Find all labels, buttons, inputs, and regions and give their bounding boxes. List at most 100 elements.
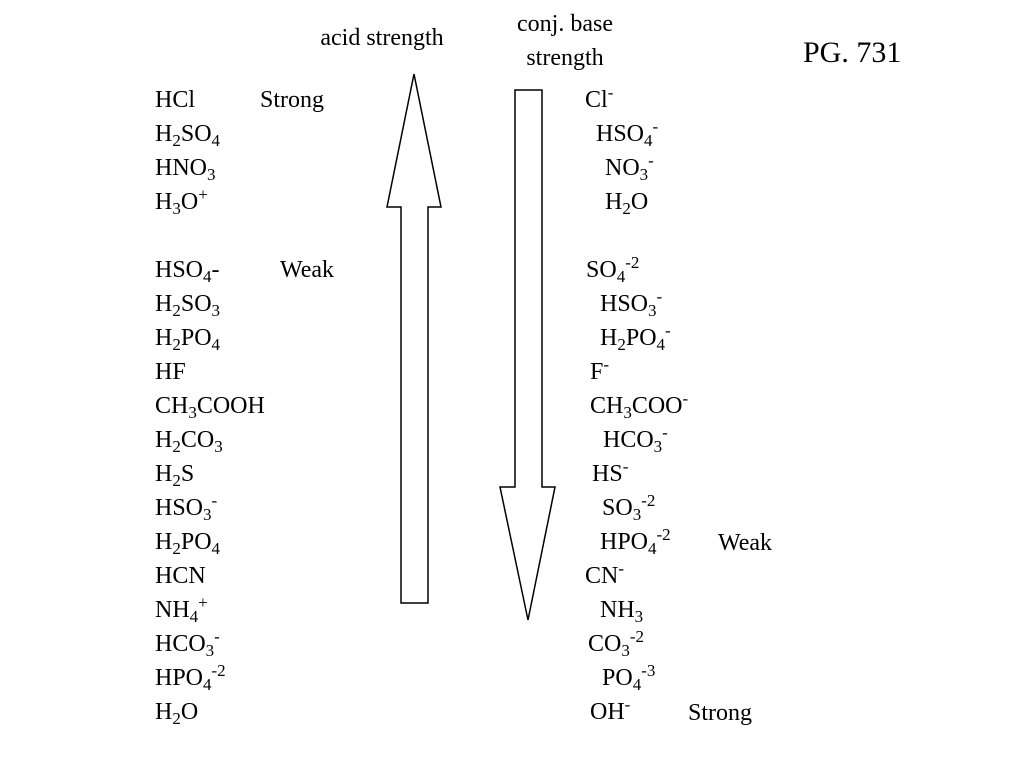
bases-formula-cl-minus: Cl- — [585, 84, 613, 114]
bases-formula-ch3coo-minus: CH3COO- — [590, 389, 689, 422]
bases-formula-po4-3minus: PO4-3 — [602, 661, 656, 693]
formula-part: O — [180, 699, 199, 725]
formula-part: 3 — [634, 607, 644, 626]
formula-part: HSO — [155, 495, 204, 521]
formula-part: H — [155, 291, 173, 317]
acids-formula-hcn: HCN — [155, 562, 206, 590]
formula-part: HCO — [155, 631, 206, 657]
formula-part: HSO — [596, 121, 645, 147]
acids-formula-hcl: HCl — [155, 86, 195, 114]
formula-part: Cl — [585, 87, 608, 113]
formula-part: 3 — [214, 437, 223, 456]
formula-part: H — [155, 189, 173, 215]
bases-formula-hco3-minus: HCO3- — [603, 423, 668, 456]
formula-part: HSO — [600, 291, 649, 317]
formula-part: -3 — [641, 661, 656, 680]
formula-part: PO — [602, 665, 633, 691]
formula-part: HPO — [600, 529, 649, 555]
formula-part: 2 — [172, 471, 181, 490]
formula-part: HF — [155, 359, 186, 385]
acids-formula-h2o: H2O — [155, 698, 199, 727]
formula-part: -2 — [656, 525, 671, 544]
acids-formula-hso4-minus: HSO4- — [155, 256, 220, 286]
acids-formula-hpo4-2minus: HPO4-2 — [155, 661, 226, 694]
formula-part: H — [155, 427, 173, 453]
bases-formula-hso4-minus: HSO4- — [596, 118, 658, 149]
formula-part: H — [155, 699, 173, 725]
acids-formula-ch3cooh: CH3COOH — [155, 392, 265, 421]
bases-formula-oh-minus: OH- — [590, 695, 631, 726]
formula-part: F — [590, 359, 604, 385]
formula-part: 2 — [617, 335, 626, 354]
formula-part: - — [211, 257, 220, 283]
bases-formula-nh3: NH3 — [600, 596, 644, 626]
formula-part: S — [180, 461, 195, 487]
formula-part: 3 — [207, 165, 216, 184]
formula-part: 3 — [653, 437, 663, 456]
acid-strong-label: Strong — [260, 87, 325, 113]
formula-part: NH — [600, 597, 635, 623]
formula-part: 4 — [189, 607, 199, 626]
bases-formula-no3-minus: NO3- — [605, 152, 654, 184]
bases-formula-cn-minus: CN- — [585, 559, 625, 590]
formula-part: -2 — [625, 253, 640, 272]
acids-formula-hno3: HNO3 — [155, 154, 216, 184]
formula-part: 2 — [172, 539, 181, 558]
formula-part: 4 — [203, 675, 212, 694]
acids-formula-nh4-plus: NH4+ — [155, 593, 208, 626]
formula-part: -2 — [641, 491, 656, 510]
formula-part: - — [624, 695, 631, 714]
formula-part: COOH — [196, 393, 265, 419]
formula-part: + — [198, 593, 208, 612]
formula-part: 2 — [172, 335, 181, 354]
acids-formula-h2so4: H2SO4 — [155, 120, 221, 150]
base-strength-down-arrow — [499, 89, 556, 621]
formula-part: - — [603, 355, 610, 374]
formula-part: H — [605, 189, 623, 215]
formula-part: CN — [585, 563, 619, 589]
conj-base-strength-label-line2: strength — [526, 45, 604, 71]
formula-part: 2 — [622, 199, 631, 218]
formula-part: - — [618, 559, 625, 578]
formula-part: -2 — [211, 661, 226, 680]
acids-formula-h2po4: H2PO4 — [155, 324, 221, 354]
acids-formula-h3o-plus: H3O+ — [155, 186, 208, 217]
formula-part: SO — [180, 121, 212, 147]
bases-formula-so4-2minus: SO4-2 — [586, 253, 640, 286]
formula-part: HCN — [155, 563, 206, 589]
formula-part: 2 — [172, 131, 181, 150]
formula-part: 4 — [616, 267, 626, 286]
base-weak-label: Weak — [718, 530, 773, 556]
formula-part: HS — [592, 461, 623, 487]
formula-part: NO — [605, 155, 640, 181]
formula-part: - — [622, 457, 629, 476]
bases-formula-co3-2minus: CO3-2 — [588, 628, 644, 659]
formula-part: CH — [590, 393, 624, 419]
acids-formula-hf: HF — [155, 358, 186, 386]
formula-part: - — [682, 389, 689, 408]
bases-formula-f-minus: F- — [590, 355, 610, 386]
formula-part: OH — [590, 699, 625, 725]
formula-part: CO — [588, 631, 622, 657]
bases-formula-hso3-minus: HSO3- — [600, 288, 662, 319]
formula-part: H — [155, 121, 173, 147]
formula-part: O — [630, 189, 649, 215]
bases-formula-h2po4-minus: H2PO4- — [600, 321, 671, 354]
formula-part: HPO — [155, 665, 204, 691]
formula-part: 4 — [211, 131, 221, 150]
formula-part: - — [662, 423, 668, 442]
formula-part: - — [214, 627, 220, 646]
bases-formula-so3-2minus: SO3-2 — [602, 491, 656, 523]
formula-part: - — [211, 491, 218, 510]
page-reference: PG. 731 — [803, 36, 902, 69]
formula-part: NH — [155, 597, 190, 623]
formula-part: 4 — [656, 335, 666, 354]
formula-part: - — [665, 321, 671, 340]
acids-formula-h2so3: H2SO3 — [155, 290, 220, 319]
formula-part: 4 — [211, 335, 221, 354]
acid-strength-up-arrow — [386, 73, 442, 604]
formula-part: 3 — [639, 165, 649, 184]
formula-part: 3 — [623, 403, 632, 422]
acids-formula-hco3-minus: HCO3- — [155, 627, 220, 659]
formula-part: 4 — [203, 267, 212, 286]
